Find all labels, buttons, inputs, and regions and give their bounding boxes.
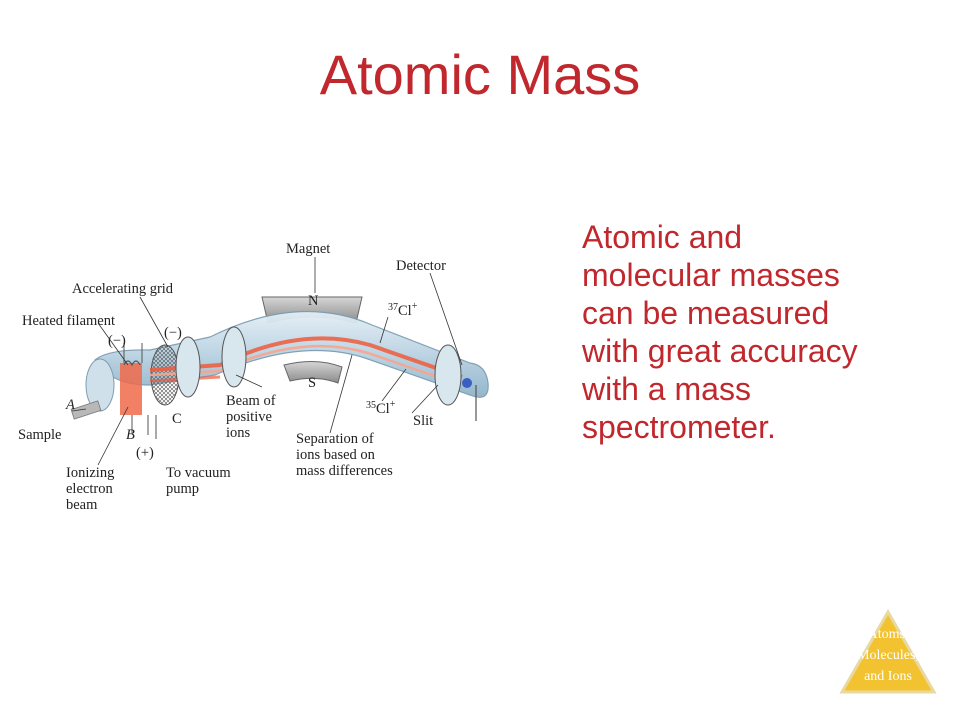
label-cl35: 35Cl+ [366,399,396,417]
label-separation-2: ions based on [296,447,376,463]
body-line: can be measured [582,295,830,331]
label-ionizing-1: Ionizing [66,465,114,481]
chapter-badge-text: Atoms, Molecules, and Ions [838,624,938,687]
label-a: A [65,397,75,413]
label-slit: Slit [413,413,433,429]
slit-disc-2 [221,326,247,388]
label-vacuum-1: To vacuum [166,465,231,481]
label-minus-grid: (−) [164,325,182,341]
label-magnet: Magnet [286,241,330,257]
label-separation-3: mass differences [296,463,393,479]
slide-title: Atomic Mass [319,43,641,106]
magnet-south-pole [283,361,343,384]
label-ionizing-3: beam [66,497,98,513]
label-separation-1: Separation of [296,431,374,447]
label-sample: Sample [18,427,62,443]
body-text: Atomic and molecular masses can be measu… [582,218,927,446]
badge-line: Molecules, [857,648,919,663]
label-beam-2: positive [226,409,272,425]
label-ionizing-2: electron [66,481,113,497]
label-minus-filament: (−) [108,333,126,349]
label-accelerating-grid: Accelerating grid [72,281,174,297]
body-line: with a mass [582,371,751,407]
body-line: Atomic and [582,219,743,255]
label-plus: (+) [136,445,154,461]
body-line: spectrometer. [582,409,776,445]
triangle-icon [839,608,937,694]
badge-line: and Ions [864,669,912,684]
label-beam-1: Beam of [226,393,276,409]
slit-disc-1 [175,336,201,398]
label-detector: Detector [396,258,446,274]
badge-line: Atoms, [867,627,909,642]
label-cl37: 37Cl+ [388,301,418,319]
label-beam-3: ions [226,425,251,441]
detector-disc [434,344,477,421]
label-c: C [172,411,182,427]
chapter-badge [839,608,937,694]
label-south: S [308,375,316,391]
label-north: N [308,293,319,309]
label-vacuum-2: pump [166,481,199,497]
body-line: molecular masses [582,257,840,293]
label-b: B [126,427,135,443]
leader-lines [71,257,463,466]
sample-inlet [70,400,102,420]
body-line: with great accuracy [582,333,858,369]
mass-spectrometer-diagram: Magnet Detector Accelerating grid Heated… [18,241,489,513]
label-heated-filament: Heated filament [22,313,115,329]
